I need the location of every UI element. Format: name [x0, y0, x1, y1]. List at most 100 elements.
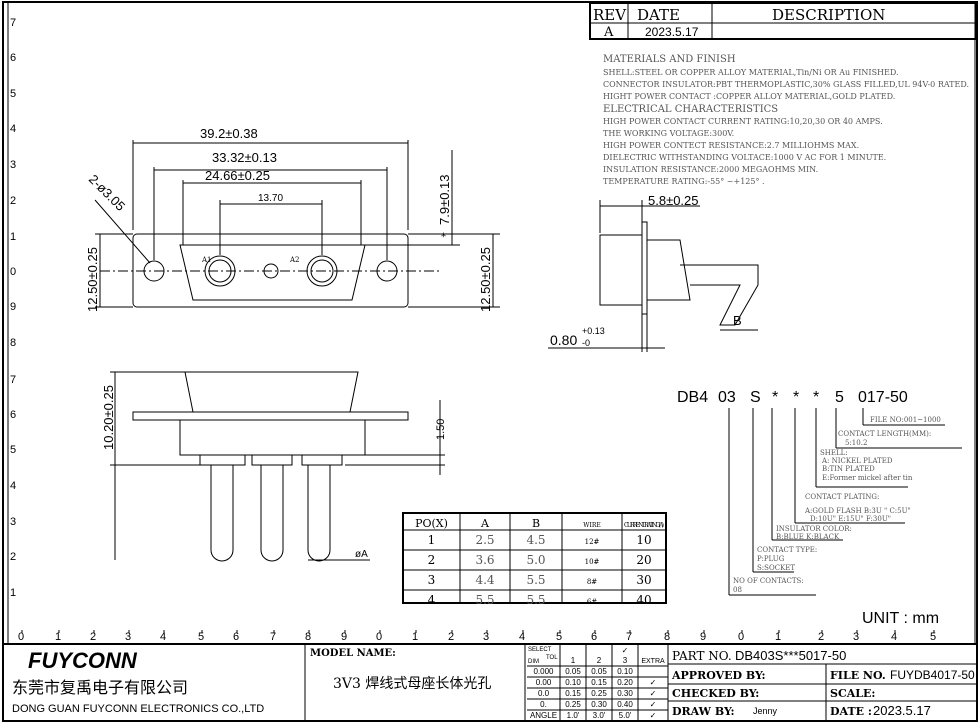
ruler-label: 2	[448, 631, 454, 643]
ruler-label: 8	[305, 631, 311, 643]
svg-text:08: 08	[733, 586, 742, 594]
ruler-label: 3	[853, 631, 859, 643]
table-cell: 5.0	[526, 553, 545, 567]
ruler-label: 8	[664, 631, 670, 643]
tol-cell: 1.0'	[567, 711, 580, 720]
ruler-label: 1	[10, 231, 16, 243]
svg-text:DRAW BY:: DRAW BY:	[672, 705, 735, 718]
tol-header: SELECT	[528, 647, 552, 653]
table-cell: 5.5	[526, 593, 545, 607]
ruler-label: 5	[10, 444, 16, 456]
table-cell: 12#	[585, 538, 600, 546]
tol-header: EXTRA	[641, 658, 665, 665]
tol-cell: 0.25	[565, 700, 581, 709]
table-cell: 6#	[587, 598, 597, 606]
svg-text:B:TIN PLATED: B:TIN PLATED	[822, 465, 875, 473]
left-ruler: 7 6 5 4 3 2 1 0 9 8 7 6 5 4 3 2 1	[10, 17, 16, 599]
ruler-label: 4	[891, 631, 897, 643]
svg-text:DATE: DATE	[637, 6, 680, 24]
table-cell: 4.4	[475, 573, 494, 587]
tol-cell: ✓	[650, 700, 657, 709]
ruler-label: 6	[10, 409, 16, 421]
svg-text:-0: -0	[582, 338, 590, 348]
svg-text:2023.5.17: 2023.5.17	[645, 25, 699, 39]
tol-cell: ✓	[650, 689, 657, 698]
tol-cell: 3.0'	[593, 711, 606, 720]
svg-text:1.50: 1.50	[435, 419, 447, 440]
file-number: FUYDB4017-50	[890, 668, 975, 682]
table-cell: 10#	[585, 558, 600, 566]
svg-text:A:GOLD FLASH B:3U " C:5U": A:GOLD FLASH B:3U " C:5U"	[804, 507, 911, 515]
svg-text:03: 03	[718, 389, 736, 406]
top-view: 39.2±0.38 33.32±0.13 24.66±0.25 13.70 2-…	[85, 126, 500, 312]
svg-text:+0.13: +0.13	[582, 326, 605, 336]
tol-cell: 0.20	[617, 678, 633, 687]
ruler-label: 5	[10, 88, 16, 100]
tol-header: DIM	[528, 659, 539, 665]
svg-text:CHECKED BY:: CHECKED BY:	[672, 687, 759, 700]
svg-text:DESCRIPTION: DESCRIPTION	[772, 6, 885, 24]
svg-text:*: *	[813, 389, 819, 406]
svg-text:MATERIALS AND FINISH: MATERIALS AND FINISH	[603, 54, 736, 65]
table-cell: 1	[428, 533, 436, 547]
tol-cell: 0.30	[591, 700, 607, 709]
svg-text:DB4: DB4	[677, 389, 708, 406]
svg-text:PART NO.: PART NO.	[672, 649, 732, 663]
svg-text:5.8±0.25: 5.8±0.25	[648, 193, 699, 208]
ruler-label: 3	[10, 516, 16, 528]
model-name: 3V3 焊线式母座长体光孔	[333, 676, 491, 692]
table-cell: 2.5	[475, 533, 494, 547]
svg-text:S:SOCKET: S:SOCKET	[757, 564, 795, 572]
svg-text:A2: A2	[289, 256, 300, 264]
svg-text:CONTACT LENGTH(MM):: CONTACT LENGTH(MM):	[838, 430, 931, 438]
svg-text:øA: øA	[355, 549, 368, 560]
ruler-label: 3	[125, 631, 131, 643]
ruler-label: 5	[556, 631, 562, 643]
tol-header: 1	[571, 656, 576, 665]
table-header: B	[532, 517, 540, 530]
ruler-label: 0	[376, 631, 382, 643]
ruler-label: 9	[341, 631, 347, 643]
tol-cell: 0.10	[565, 678, 581, 687]
svg-text:TEMPERATURE RATING:-55° ~+125°: TEMPERATURE RATING:-55° ~+125° .	[603, 177, 765, 186]
title-block: FUYCONN 东莞市复禹电子有限公司 DONG GUAN FUYCONN EL…	[3, 643, 977, 721]
ruler-label: 4	[519, 631, 525, 643]
svg-text:FILE NO:001~1000: FILE NO:001~1000	[870, 416, 941, 424]
svg-text:A: A	[603, 25, 614, 40]
material-notes: MATERIALS AND FINISH SHELL:STEEL OR COPP…	[603, 54, 969, 186]
tol-cell: 0.05	[591, 667, 607, 676]
svg-text:5:10.2: 5:10.2	[845, 439, 867, 447]
table-cell: 4	[428, 593, 436, 607]
unit-label: UNIT : mm	[862, 610, 939, 627]
svg-text:10.20±0.25: 10.20±0.25	[101, 385, 116, 450]
svg-text:B:BLUE K:BLACK: B:BLUE K:BLACK	[776, 533, 840, 541]
table-header: CURRENT RATING(A)	[624, 522, 664, 529]
ruler-label: 9	[700, 631, 706, 643]
company-name-cn: 东莞市复禹电子有限公司	[12, 679, 188, 697]
drawer-name: Jenny	[753, 706, 778, 716]
svg-text:A: NICKEL PLATED: A: NICKEL PLATED	[821, 457, 893, 465]
tol-header: 2	[597, 656, 602, 665]
table-cell: 20	[636, 553, 651, 567]
svg-text:MODEL NAME:: MODEL NAME:	[310, 648, 396, 659]
table-cell: 40	[636, 593, 651, 607]
ruler-label: 5	[198, 631, 204, 643]
table-cell: 3.6	[475, 553, 494, 567]
svg-text:APPROVED BY:: APPROVED BY:	[671, 669, 766, 682]
ruler-label: 2	[90, 631, 96, 643]
svg-text:12.50±0.25: 12.50±0.25	[478, 247, 493, 312]
tol-cell: 0.05	[565, 667, 581, 676]
tol-header: TOL	[546, 655, 558, 661]
tol-cell: 0.25	[591, 689, 607, 698]
svg-text:ELECTRICAL CHARACTERISTICS: ELECTRICAL CHARACTERISTICS	[603, 104, 778, 115]
svg-text:24.66±0.25: 24.66±0.25	[205, 168, 270, 183]
tol-cell: 0.30	[617, 689, 633, 698]
svg-text:THE WORKING VOLTAGE:300V.: THE WORKING VOLTAGE:300V.	[603, 129, 734, 138]
ruler-label: 4	[10, 480, 16, 492]
company-name-en: DONG GUAN FUYCONN ELECTRONICS CO.,LTD	[12, 703, 264, 715]
tol-cell: 0.10	[617, 667, 633, 676]
ruler-label: 0	[738, 631, 744, 643]
